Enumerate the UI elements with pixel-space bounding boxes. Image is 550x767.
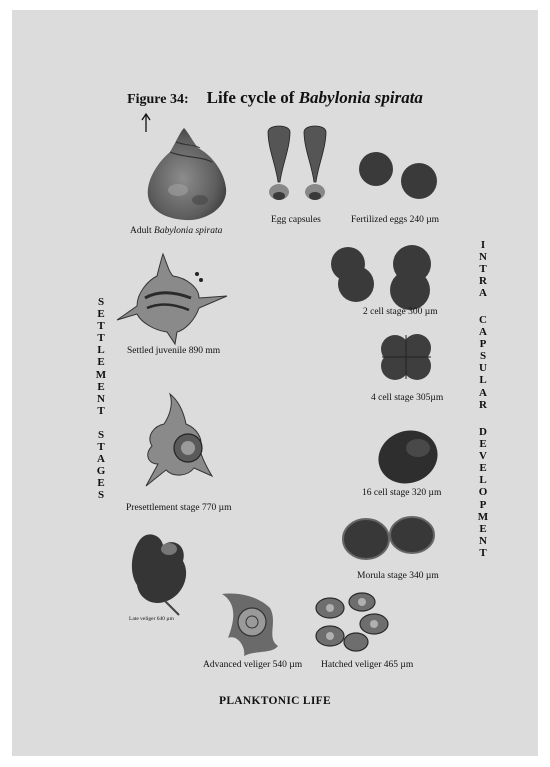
vertical-letter: E — [476, 462, 490, 474]
vertical-letter: E — [94, 477, 108, 489]
vertical-letter: N — [476, 535, 490, 547]
adult-shell-image — [140, 122, 235, 222]
figure-label: Figure 34: — [127, 92, 189, 107]
vertical-letter: T — [94, 332, 108, 344]
vertical-letter: N — [94, 393, 108, 405]
caption-presettlement: Presettlement stage 770 µm — [126, 503, 231, 513]
vertical-letter: E — [476, 438, 490, 450]
caption-fertilized-eggs: Fertilized eggs 240 µm — [351, 215, 439, 225]
vertical-letter: D — [476, 426, 490, 438]
vertical-letter: E — [476, 523, 490, 535]
vertical-letter: A — [476, 387, 490, 399]
vertical-letter: T — [94, 405, 108, 417]
advanced-veliger-image — [208, 588, 284, 660]
egg-capsules-image — [264, 122, 334, 212]
vertical-letter: P — [476, 499, 490, 511]
caption-adult: Adult Babylonia spirata — [130, 226, 222, 236]
caption-sixteen-cell: 16 cell stage 320 µm — [362, 488, 441, 498]
vertical-letter: V — [476, 450, 490, 462]
caption-morula: Morula stage 340 µm — [357, 571, 439, 581]
figure-title-row: Figure 34: Life cycle of Babylonia spira… — [12, 88, 538, 108]
caption-two-cell: 2 cell stage 300 µm — [363, 307, 438, 317]
figure-title: Life cycle of Babylonia spirata — [207, 88, 423, 107]
caption-advanced-veliger: Advanced veliger 540 µm — [203, 660, 302, 670]
caption-late-veliger: Late veliger 640 µm — [129, 616, 174, 622]
vertical-letter: L — [94, 344, 108, 356]
vertical-letter: E — [94, 356, 108, 368]
fertilized-eggs-image — [356, 152, 442, 200]
vertical-letter: M — [94, 369, 108, 381]
vertical-letter: R — [476, 275, 490, 287]
vertical-letter: R — [476, 399, 490, 411]
sixteen-cell-stage-image — [374, 428, 440, 486]
vertical-letter: T — [94, 441, 108, 453]
vertical-letter: A — [476, 287, 490, 299]
vertical-letter: O — [476, 486, 490, 498]
presettlement-stage-image — [140, 390, 226, 494]
vertical-letter: S — [94, 429, 108, 441]
vertical-letter: I — [476, 239, 490, 251]
vertical-letter: E — [94, 308, 108, 320]
vertical-letter: C — [476, 314, 490, 326]
vertical-letter: T — [476, 547, 490, 559]
vertical-letter: A — [476, 326, 490, 338]
caption-four-cell: 4 cell stage 305µm — [371, 393, 443, 403]
caption-adult-species: Babylonia spirata — [154, 226, 222, 236]
figure-page: Figure 34: Life cycle of Babylonia spira… — [12, 10, 538, 756]
vertical-letter: E — [94, 381, 108, 393]
vertical-letter: G — [94, 465, 108, 477]
vertical-letter: T — [94, 320, 108, 332]
vertical-letter: S — [94, 489, 108, 501]
late-veliger-image — [125, 527, 199, 619]
morula-stage-image — [342, 515, 442, 565]
caption-adult-prefix: Adult — [130, 226, 154, 236]
two-cell-stage-image — [330, 242, 440, 314]
caption-egg-capsules: Egg capsules — [271, 215, 321, 225]
planktonic-life-label: PLANKTONIC LIFE — [12, 695, 538, 707]
vertical-letter: S — [476, 350, 490, 362]
hatched-veliger-image — [308, 588, 398, 658]
vertical-letter: U — [476, 362, 490, 374]
caption-hatched-veliger: Hatched veliger 465 µm — [321, 660, 413, 670]
vertical-letter: M — [476, 511, 490, 523]
vertical-letter: P — [476, 338, 490, 350]
vertical-letter: S — [94, 296, 108, 308]
vertical-letter: L — [476, 374, 490, 386]
settled-juvenile-image — [115, 250, 231, 346]
figure-title-prefix: Life cycle of — [207, 88, 299, 107]
four-cell-stage-image — [379, 333, 435, 381]
vertical-letter: A — [94, 453, 108, 465]
vertical-letter: T — [476, 263, 490, 275]
vertical-letter: L — [476, 474, 490, 486]
caption-settled-juvenile: Settled juvenile 890 mm — [127, 346, 220, 356]
figure-title-species: Babylonia spirata — [299, 88, 423, 107]
vertical-letter: N — [476, 251, 490, 263]
